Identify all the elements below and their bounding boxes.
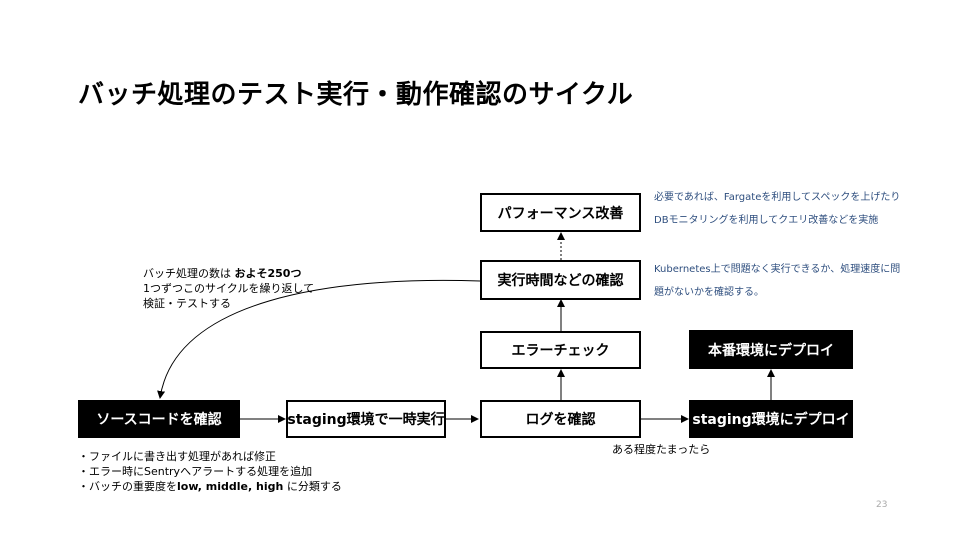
page-number: 23 — [876, 500, 888, 510]
cycle-note: バッチ処理の数は およそ250つ 1つずつこのサイクルを繰り返して 検証・テスト… — [143, 267, 315, 310]
box-prod-deploy: 本番環境にデプロイ — [689, 330, 853, 369]
arrow-cycle-back — [157, 279, 481, 399]
box-source-code: ソースコードを確認 — [78, 400, 240, 438]
k8s-note: Kubernetes上で問題なく実行できるか、処理速度に問 題がないかを確認する… — [654, 264, 901, 298]
box-staging-deploy: staging環境にデプロイ — [689, 400, 853, 438]
box-error-check: エラーチェック — [480, 331, 641, 369]
after-stable-note: ある程度たまったら — [612, 443, 711, 456]
page-title: バッチ処理のテスト実行・動作確認のサイクル — [78, 80, 634, 110]
box-performance-improve: パフォーマンス改善 — [480, 193, 641, 232]
performance-note: 必要であれば、Fargateを利用してスペックを上げたり DBモニタリングを利用… — [654, 192, 901, 226]
box-staging-temp-run: staging環境で一時実行 — [286, 400, 446, 438]
box-log-check: ログを確認 — [480, 400, 641, 438]
box-exec-time-check: 実行時間などの確認 — [480, 260, 641, 300]
source-bullets: ・ファイルに書き出す処理があれば修正 ・エラー時にSentryへアラートする処理… — [78, 450, 342, 493]
